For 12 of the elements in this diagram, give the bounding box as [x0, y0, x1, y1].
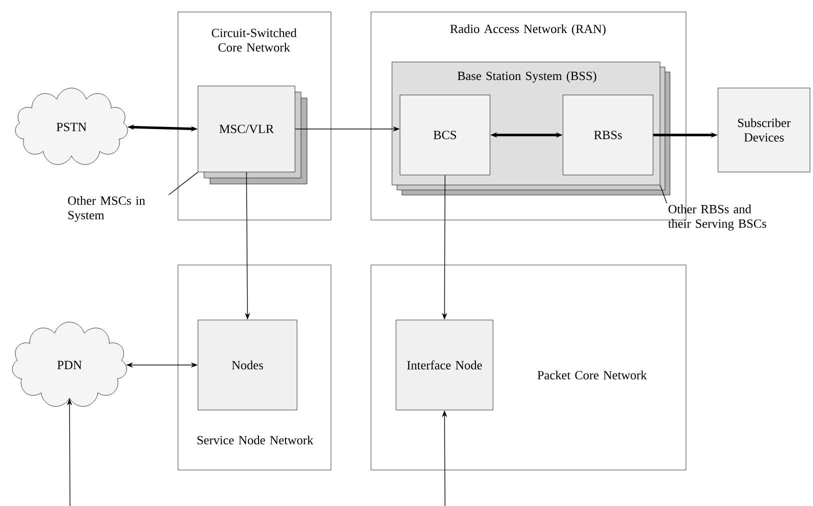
process-box: RBSs [562, 94, 654, 176]
cloud: PDN [12, 322, 127, 407]
note-text: Other MSCs in System [68, 196, 146, 222]
leader-line [168, 172, 198, 196]
cloud: PSTN [15, 88, 128, 165]
process-box: Nodes [198, 320, 298, 410]
device-box: Subscriber Devices [718, 88, 810, 172]
process-box: Interface Node [396, 320, 494, 410]
msc-box: MSC/VLR [198, 86, 296, 172]
process-box: BCS [400, 94, 490, 176]
leader-line [660, 184, 668, 204]
note-text: Other RBSs and their Serving BSCs [668, 204, 766, 230]
